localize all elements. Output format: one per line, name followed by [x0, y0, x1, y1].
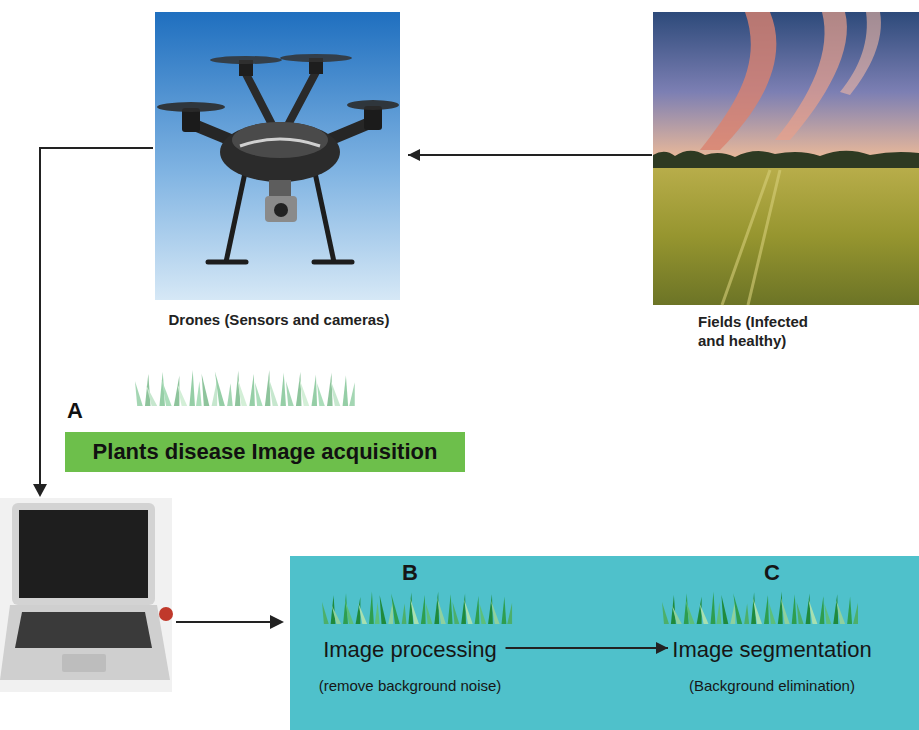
drone-photo — [210, 56, 282, 64]
field-photo — [840, 12, 881, 95]
laptop-picture — [159, 607, 173, 621]
grass-icon — [322, 592, 512, 624]
drone-photo — [269, 180, 291, 198]
step-note: (Background elimination) — [672, 676, 872, 696]
drone-photo — [265, 196, 297, 222]
stage-band: APlants disease Image acquisition — [65, 432, 465, 472]
step-title: Image segmentation — [672, 636, 872, 664]
drone-photo — [274, 203, 288, 217]
drone-photo — [232, 122, 328, 158]
processing-arrow — [270, 615, 284, 629]
photo-caption: Drones (Sensors and cameras) — [150, 310, 408, 329]
step-letter: C — [672, 560, 872, 586]
laptop-picture — [19, 510, 148, 598]
process-step: C Image segmentation (Background eliminati… — [668, 560, 876, 696]
drone-photo — [157, 102, 225, 112]
drone-photo — [314, 260, 352, 265]
drone-photo — [155, 12, 400, 300]
drone-photo — [155, 12, 400, 300]
photo-caption: Fields (Infected and healthy) — [652, 312, 838, 350]
field-photo — [653, 168, 919, 305]
process-step: B Image processing (remove background nois… — [315, 560, 506, 696]
processing-panel — [290, 556, 919, 730]
field-photo — [700, 12, 776, 150]
data-transfer-line — [33, 484, 47, 497]
step-label: A — [67, 398, 83, 424]
laptop-picture — [0, 605, 170, 680]
drone-photo — [240, 139, 320, 146]
field-photo — [653, 12, 919, 172]
drone-photo — [347, 100, 399, 110]
step-title: Image processing — [319, 636, 502, 664]
step-note: (remove background noise) — [319, 676, 502, 696]
drone-photo — [280, 54, 352, 62]
flow-arrow — [408, 154, 652, 156]
processing-arrow — [176, 621, 272, 623]
processing-arrow — [176, 615, 284, 629]
laptop-picture — [12, 503, 155, 605]
step-letter: B — [319, 560, 502, 586]
grass-icon — [135, 370, 355, 406]
laptop-picture — [0, 498, 173, 692]
drone-photo — [220, 122, 340, 182]
laptop-picture — [0, 498, 172, 692]
field-photo — [775, 12, 847, 140]
drone-photo — [226, 168, 246, 262]
stage-title: Plants disease Image acquisition — [85, 432, 446, 472]
laptop-picture — [62, 654, 106, 672]
drone-photo — [314, 168, 334, 262]
field-photo — [748, 170, 780, 305]
field-photo — [653, 12, 919, 305]
photo-panel: Drones (Sensors and cameras) — [150, 8, 408, 329]
drone-photo — [208, 260, 246, 265]
grass-icon — [662, 592, 858, 624]
laptop-picture — [15, 612, 152, 648]
flow-arrow — [506, 647, 669, 649]
photo-panel: Fields (Infected and healthy) — [652, 8, 919, 350]
